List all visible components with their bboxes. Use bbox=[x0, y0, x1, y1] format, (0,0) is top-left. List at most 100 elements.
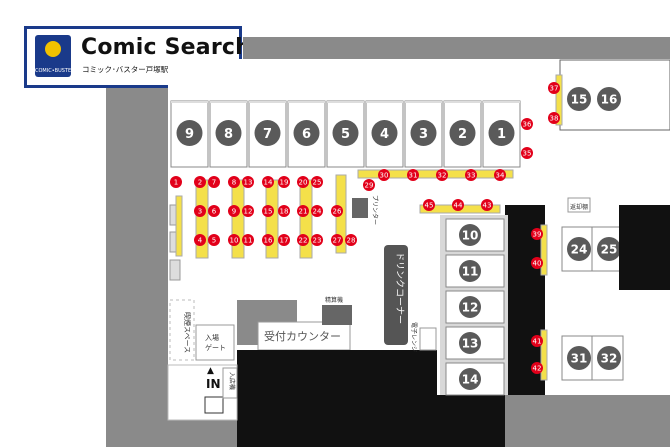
seat-marker-label-31: 31 bbox=[409, 172, 418, 180]
room-16-badge bbox=[597, 87, 621, 111]
room-10-number: 10 bbox=[462, 229, 479, 243]
seat-marker-20[interactable] bbox=[297, 176, 309, 188]
room-7-badge bbox=[254, 120, 281, 146]
seat-marker-2[interactable] bbox=[194, 176, 206, 188]
reception-label: 受付カウンター bbox=[264, 330, 341, 343]
seat-marker-label-6: 6 bbox=[212, 208, 217, 216]
room-10-badge bbox=[459, 224, 481, 246]
map-subtitle: コミック･バスター戸塚駅東口店コミック検索 bbox=[82, 65, 236, 74]
seat-marker-13[interactable] bbox=[242, 176, 254, 188]
seat-marker-label-4: 4 bbox=[198, 237, 203, 245]
seat-marker-label-26: 26 bbox=[333, 208, 342, 216]
room-15-badge bbox=[567, 87, 591, 111]
seat-marker-37[interactable] bbox=[548, 82, 560, 94]
seat-marker-24[interactable] bbox=[311, 205, 323, 217]
seat-marker-35[interactable] bbox=[521, 147, 533, 159]
seat-marker-label-43: 43 bbox=[483, 202, 492, 210]
seat-marker-40[interactable] bbox=[531, 257, 543, 269]
room-2-badge bbox=[449, 120, 476, 146]
seat-marker-25[interactable] bbox=[311, 176, 323, 188]
room-9-number: 9 bbox=[185, 127, 194, 142]
seat-marker-9[interactable] bbox=[228, 205, 240, 217]
room-24-badge bbox=[567, 237, 591, 261]
seat-marker-10[interactable] bbox=[228, 234, 240, 246]
seat-marker-15[interactable] bbox=[262, 205, 274, 217]
room-8-number: 8 bbox=[224, 127, 233, 142]
seat-marker-28[interactable] bbox=[345, 234, 357, 246]
seat-marker-42[interactable] bbox=[531, 362, 543, 374]
seat-marker-44[interactable] bbox=[452, 199, 464, 211]
smoking-space bbox=[169, 299, 195, 361]
seat-marker-11[interactable] bbox=[242, 234, 254, 246]
room-13-badge bbox=[459, 332, 481, 354]
seat-marker-label-38: 38 bbox=[550, 115, 559, 123]
seat-marker-41[interactable] bbox=[531, 335, 543, 347]
seat-marker-19[interactable] bbox=[278, 176, 290, 188]
seat-marker-label-28: 28 bbox=[347, 237, 356, 245]
seat-marker-6[interactable] bbox=[208, 205, 220, 217]
entry-gate bbox=[195, 324, 235, 361]
seat-marker-45[interactable] bbox=[423, 199, 435, 211]
seat-marker-16[interactable] bbox=[262, 234, 274, 246]
room-5-badge bbox=[332, 120, 359, 146]
seat-marker-33[interactable] bbox=[465, 169, 477, 181]
seat-marker-label-32: 32 bbox=[438, 172, 447, 180]
seat-marker-21[interactable] bbox=[297, 205, 309, 217]
seat-marker-7[interactable] bbox=[208, 176, 220, 188]
seat-marker-17[interactable] bbox=[278, 234, 290, 246]
seat-marker-label-3: 3 bbox=[198, 208, 202, 216]
seat-marker-12[interactable] bbox=[242, 205, 254, 217]
desk-2 bbox=[231, 179, 245, 259]
seat-marker-label-18: 18 bbox=[280, 208, 289, 216]
seat-marker-1[interactable] bbox=[170, 176, 182, 188]
seat-marker-43[interactable] bbox=[481, 199, 493, 211]
seat-marker-3[interactable] bbox=[194, 205, 206, 217]
seat-marker-8[interactable] bbox=[228, 176, 240, 188]
seat-marker-23[interactable] bbox=[311, 234, 323, 246]
seat-marker-22[interactable] bbox=[297, 234, 309, 246]
right-side-dark2 bbox=[619, 205, 670, 290]
entry-machine-label: 入店機 bbox=[228, 372, 236, 390]
seat-marker-label-40: 40 bbox=[533, 260, 542, 268]
smoking-label: 喫煙スペース bbox=[183, 312, 192, 353]
seat-marker-label-16: 16 bbox=[264, 237, 273, 245]
seat-marker-32[interactable] bbox=[436, 169, 448, 181]
seat-marker-label-11: 11 bbox=[244, 237, 253, 245]
room-6-top-bar bbox=[288, 101, 325, 103]
room-31-badge bbox=[567, 346, 591, 370]
seat-marker-29[interactable] bbox=[363, 179, 375, 191]
seat-marker-30[interactable] bbox=[378, 169, 390, 181]
microwave bbox=[419, 327, 437, 351]
seat-marker-39[interactable] bbox=[531, 228, 543, 240]
room-6-number: 6 bbox=[302, 127, 311, 142]
seat-marker-26[interactable] bbox=[331, 205, 343, 217]
desk-3 bbox=[265, 179, 279, 259]
seat-marker-label-36: 36 bbox=[523, 121, 532, 129]
wall-top bbox=[243, 37, 670, 59]
seat-marker-36[interactable] bbox=[521, 118, 533, 130]
drink-corner-label: ドリンクコーナー bbox=[394, 252, 405, 324]
room-4-top-bar bbox=[366, 101, 403, 103]
seat-marker-label-35: 35 bbox=[523, 150, 532, 158]
room-25-badge bbox=[597, 237, 621, 261]
room-1-top-bar bbox=[483, 101, 520, 103]
seat-marker-4[interactable] bbox=[194, 234, 206, 246]
seat-marker-27[interactable] bbox=[331, 234, 343, 246]
room-11-box bbox=[445, 254, 505, 288]
seat-marker-34[interactable] bbox=[494, 169, 506, 181]
seat-marker-31[interactable] bbox=[407, 169, 419, 181]
seat-marker-5[interactable] bbox=[208, 234, 220, 246]
seat-marker-14[interactable] bbox=[262, 176, 274, 188]
seat-marker-18[interactable] bbox=[278, 205, 290, 217]
room-24-number: 24 bbox=[571, 243, 588, 257]
seat-marker-38[interactable] bbox=[548, 112, 560, 124]
seat-marker-label-23: 23 bbox=[313, 237, 322, 245]
room-3-number: 3 bbox=[419, 127, 428, 142]
room-32-badge bbox=[597, 346, 621, 370]
back-office bbox=[237, 350, 437, 447]
seat-marker-label-1: 1 bbox=[174, 179, 178, 187]
entrance-arrow-icon: ▲ bbox=[207, 366, 214, 376]
seat-marker-label-24: 24 bbox=[313, 208, 322, 216]
